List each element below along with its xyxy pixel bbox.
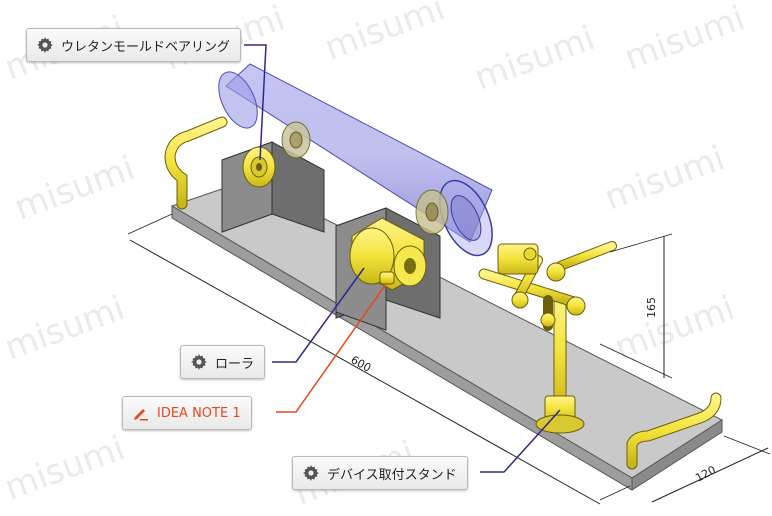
label-text: IDEA NOTE 1 (157, 405, 241, 421)
urethane-bearing-front (242, 146, 276, 188)
label-text: デバイス取付スタンド (327, 467, 457, 483)
label-text: ローラ (215, 356, 255, 372)
pencil-icon (134, 409, 148, 421)
leader-device-stand (480, 409, 561, 473)
watermark-text: misumi (9, 148, 140, 228)
label-urethane-bearing[interactable]: ウレタンモールドベアリング (26, 28, 242, 62)
watermark-text: misumi (469, 18, 600, 98)
label-text: ウレタンモールドベアリング (61, 39, 231, 55)
dimension-height: 165 (599, 233, 673, 379)
leader-urethane-bearing (244, 44, 267, 161)
device-mount-stand (478, 241, 617, 434)
dimension-height-label: 165 (645, 297, 658, 318)
label-roller[interactable]: ローラ (180, 345, 266, 379)
gear-icon (37, 37, 53, 53)
base-plate (170, 179, 724, 491)
leader-idea-note (276, 283, 387, 413)
right-handle (626, 392, 722, 470)
leader-roller (272, 267, 365, 363)
gear-icon (303, 465, 319, 481)
leader-lines (244, 44, 561, 473)
urethane-bearing-rear (281, 121, 311, 159)
watermark-text: misumi (0, 288, 130, 368)
label-device-stand[interactable]: デバイス取付スタンド (292, 456, 468, 490)
roller (349, 217, 427, 291)
watermark-text: misumi (609, 288, 740, 368)
watermark-text: misumi (0, 428, 130, 508)
watermark-text: misumi (599, 138, 730, 218)
label-idea-note[interactable]: IDEA NOTE 1 (122, 396, 252, 430)
dimension-length-label: 600 (349, 353, 374, 375)
urethane-bearing-right (415, 189, 449, 235)
watermark-text: misumi (619, 0, 750, 78)
gear-icon (191, 354, 207, 370)
left-handle (164, 116, 228, 210)
dimension-width-label: 120 (693, 463, 718, 484)
watermark-text: misumi (319, 0, 450, 68)
